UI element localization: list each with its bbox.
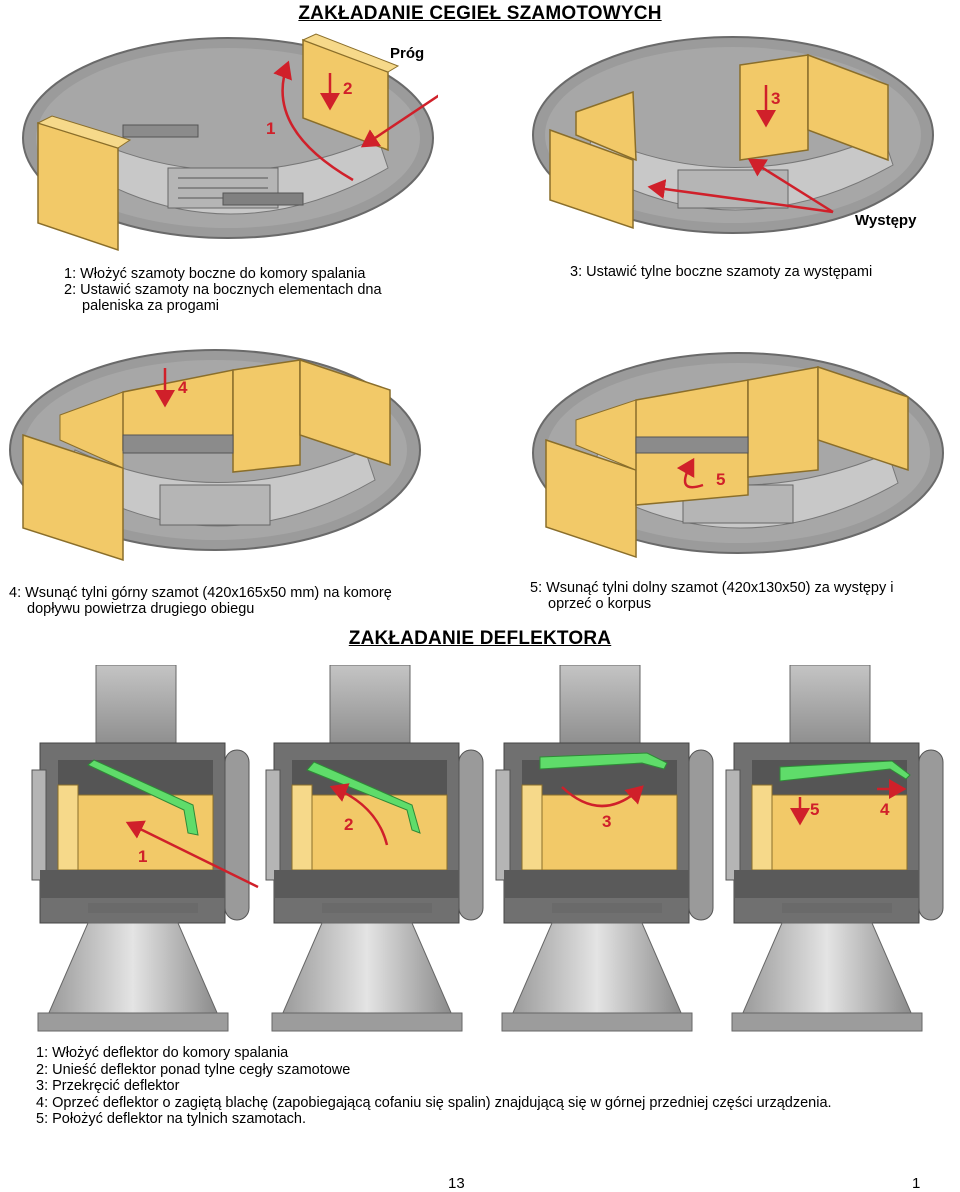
deflector-stove-2: 2 [265, 665, 484, 1032]
step-number-3: 3 [602, 812, 611, 831]
step-number-4: 4 [178, 378, 188, 397]
firebrick-step-3-figure: 3 Występy [532, 36, 934, 234]
page-number-secondary: 1 [912, 1175, 921, 1192]
caption-step-5: 5: Wsunąć tylni dolny szamot (420x130x50… [530, 580, 894, 612]
step-number-5: 5 [716, 470, 725, 489]
firebrick-step-4-figure: 4 [9, 349, 421, 562]
deflector-step-5: 5: Położyć deflektor na tylnich szamotac… [36, 1111, 306, 1127]
step-number-1: 1 [138, 847, 147, 866]
deflector-step-4: 4: Oprzeć deflektor o zagiętą blachę (za… [36, 1094, 832, 1111]
deflector-stove-4: 5 4 [725, 665, 944, 1032]
page-number: 13 [448, 1175, 465, 1192]
step-number-1: 1 [266, 119, 275, 138]
firebrick-step-5-figure: 5 [532, 352, 944, 559]
caption-step-4: 4: Wsunąć tylni górny szamot (420x165x50… [9, 585, 392, 617]
label-wystepy: Występy [855, 212, 917, 229]
deflector-step-1: 1: Włożyć deflektor do komory spalania [36, 1045, 289, 1061]
section-title-deflector: ZAKŁADANIE DEFLEKTORA [348, 628, 612, 649]
firebrick-step-1-2-figure: 1 2 Próg [22, 33, 438, 252]
deflector-step-3: 3: Przekręcić deflektor [36, 1078, 180, 1094]
deflector-stove-3: 3 [495, 665, 714, 1032]
deflector-stove-1: 1 [31, 665, 259, 1032]
caption-step-1-2: 1: Włożyć szamoty boczne do komory spala… [64, 266, 382, 314]
step-number-2: 2 [344, 815, 353, 834]
step-number-4: 4 [880, 800, 890, 819]
step-number-5: 5 [810, 800, 819, 819]
label-prog: Próg [390, 45, 424, 62]
section-title-firebricks: ZAKŁADANIE CEGIEŁ SZAMOTOWYCH [298, 3, 662, 24]
deflector-steps-list: 1: Włożyć deflektor do komory spalania 2… [36, 1045, 832, 1128]
step-number-2: 2 [343, 79, 352, 98]
caption-step-3: 3: Ustawić tylne boczne szamoty za wystę… [570, 264, 873, 280]
step-number-3: 3 [771, 89, 780, 108]
deflector-step-2: 2: Unieść deflektor ponad tylne cegły sz… [36, 1061, 351, 1078]
